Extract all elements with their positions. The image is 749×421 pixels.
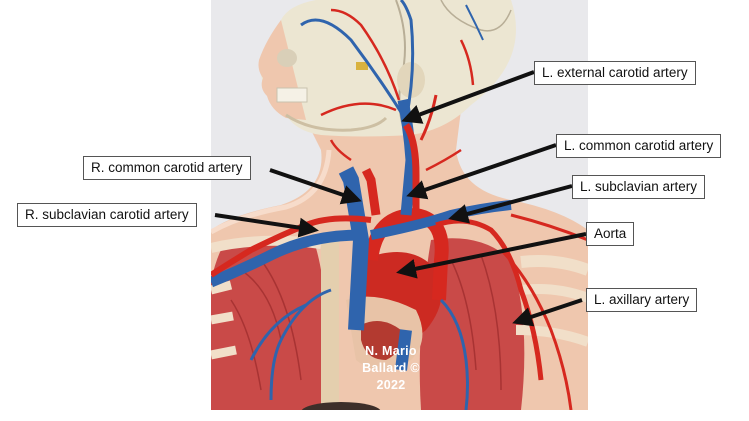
arrow-aorta [396, 232, 587, 279]
arrow-r-subclavian [214, 213, 319, 238]
watermark-line-1: N. Mario [365, 344, 417, 358]
arrow-l-external-carotid [401, 70, 535, 124]
watermark-line-3: 2022 [376, 378, 406, 392]
label-l-external-carotid: L. external carotid artery [534, 61, 696, 85]
arrow-l-subclavian [448, 184, 573, 224]
label-l-axillary: L. axillary artery [586, 288, 698, 312]
label-r-subclavian: R. subclavian carotid artery [17, 203, 197, 227]
label-l-subclavian: L. subclavian artery [572, 175, 706, 199]
label-aorta: Aorta [586, 222, 635, 246]
arrow-r-common-carotid [269, 168, 362, 205]
arrow-l-axillary [512, 298, 583, 327]
arrow-l-common-carotid [406, 143, 557, 200]
label-r-common-carotid: R. common carotid artery [83, 156, 251, 180]
copyright-watermark: N. Mario Ballard © 2022 [341, 343, 441, 394]
label-l-common-carotid: L. common carotid artery [556, 134, 722, 158]
watermark-line-2: Ballard © [362, 361, 420, 375]
